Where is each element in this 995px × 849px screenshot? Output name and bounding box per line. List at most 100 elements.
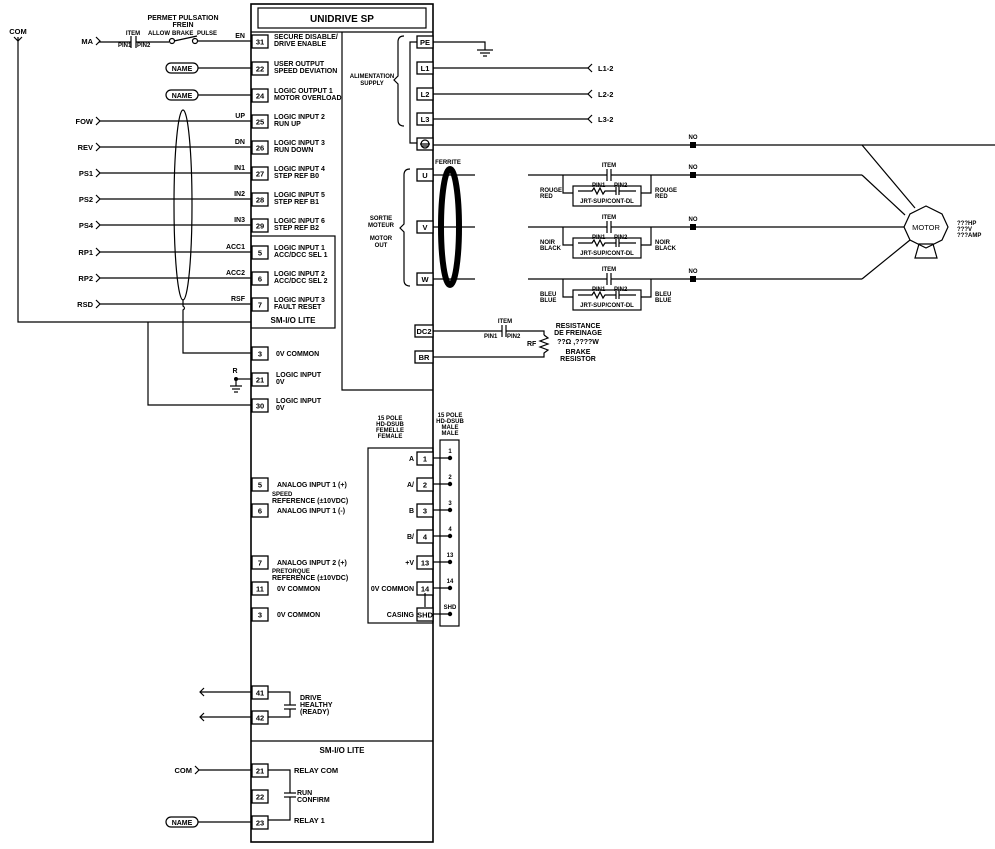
terminal-number: 14 [421,585,430,594]
terminal-desc-1: LOGIC INPUT [276,372,322,379]
input-source-label: MA [81,37,93,46]
supply-label-en: SUPPLY [360,81,383,87]
brake-resistor-icon [433,334,550,358]
analog-label: ANALOG INPUT 1 (-) [277,508,345,515]
sm-io-lite-label: SM-I/O LITE [271,316,317,325]
supply-label-fr: ALIMENTATION [350,74,394,80]
motor-rating-amp: ???AMP [957,233,981,239]
input-arrow-icon [95,142,101,152]
terminal-desc-1: LOGIC OUTPUT 1 [274,88,333,95]
signal-label: DN [235,139,245,146]
shield-drain-wire [182,300,251,354]
terminal-node [690,224,696,230]
encoder-female-title: 15 POLE [378,416,403,422]
line-output-label: L3-2 [598,115,613,124]
motor-out-en-1: MOTOR [370,236,393,242]
terminal-number: 3 [258,611,262,620]
terminal-number: 30 [256,402,264,411]
male-pin-number: 3 [448,501,452,507]
terminal-number: W [421,275,429,284]
power-bus [409,41,417,144]
wire [268,691,291,705]
terminal-number: SHD [417,611,433,620]
brake-pin2: PIN2 [507,334,521,340]
terminal-number: 4 [423,533,428,542]
wire [861,174,906,216]
terminal-number: 6 [258,507,262,516]
wire [641,227,652,246]
node-label: NO [689,269,698,275]
line-output-label: L1-2 [598,64,613,73]
brake-label: BRAKE [172,31,193,37]
terminal-desc-1: LOGIC INPUT 6 [274,218,325,225]
terminal-number: 41 [256,689,264,698]
input-arrow-icon [95,36,101,46]
input-arrow-icon [95,220,101,230]
terminal-desc-2: 0V [276,405,285,412]
terminal-number: L3 [421,115,430,124]
motor-out-en-2: OUT [375,243,388,249]
terminal-box [251,140,269,155]
run-label: RUN [297,790,312,797]
terminal-desc-1: LOGIC INPUT 5 [274,192,325,199]
terminal-number: 22 [256,65,264,74]
male-pin-dot [447,507,453,513]
wire [861,144,916,209]
pe-wire [433,41,486,50]
terminal-desc-1: LOGIC INPUT 3 [274,297,325,304]
wire [641,279,652,298]
output-arrow-icon [199,687,205,697]
permet-pulsation-label: PERMET PULSATION [147,15,218,22]
allow-label: ALLOW [148,31,170,37]
terminal-box [251,245,269,260]
encoder-signal: +V [405,560,414,567]
wire [562,279,573,298]
line-output-label: L2-2 [598,90,613,99]
input-source-label: RSD [77,300,93,309]
r-label: R [232,368,237,375]
terminal-number: 21 [256,376,264,385]
snubber-box [572,289,642,311]
encoder-signal: 0V COMMON [371,586,414,593]
terminal-desc-1: LOGIC INPUT 3 [274,140,325,147]
encoder-signal: A [409,456,414,463]
healthy-line2: HEALTHY [300,702,333,709]
wire [861,239,911,280]
wire [506,330,545,335]
output-arrow-icon [199,712,205,722]
terminal-number: PE [420,38,430,47]
healthy-line1: DRIVE [300,695,322,702]
encoder-signal: CASING [387,612,415,619]
shielded-cable-icon [173,109,193,301]
terminal-desc-2: MOTOR OVERLOAD [274,95,342,102]
male-pin-dot [447,585,453,591]
terminal-number: 42 [256,714,264,723]
ferrite-label: FERRITE [435,160,461,166]
brake-res-line4: BRAKE [566,349,591,356]
contact-item: ITEM [602,163,616,169]
phase-color-en: BLUE [655,298,671,304]
signal-label: UP [235,113,245,120]
sm-io-lite-module-box [250,235,336,329]
drive-title: UNIDRIVE SP [310,14,374,25]
male-pin-number: 1 [448,449,452,455]
brake-res-line5: RESISTOR [560,356,596,363]
pin1-label: PIN1 [118,43,132,49]
analog-label: ANALOG INPUT 2 (+) [277,560,347,567]
encoder-female-title: FEMELLE [376,428,404,434]
contact-item-label: ITEM [126,31,140,37]
male-pin-number: 2 [448,475,452,481]
terminal-number: 3 [423,507,427,516]
terminal-number: 23 [256,819,264,828]
ground-icon [230,379,242,393]
input-source-label: RP2 [78,274,93,283]
terminal-desc-2: SPEED DEVIATION [274,68,337,75]
terminal-box [251,372,269,387]
encoder-male-box [439,439,460,627]
confirm-label: CONFIRM [297,797,330,804]
protective-earth-icon [420,139,430,149]
terminal-box [251,34,269,49]
encoder-signal: A/ [407,482,414,489]
